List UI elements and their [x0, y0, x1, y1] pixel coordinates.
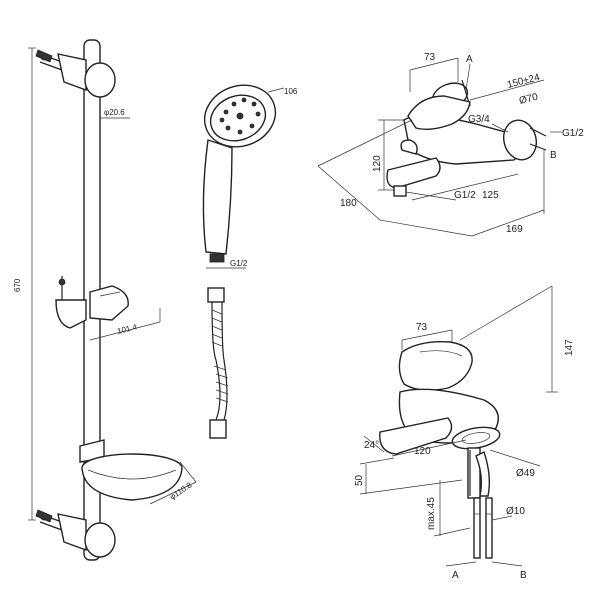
spray-nozzles: [219, 97, 261, 135]
hose-coil: [211, 309, 229, 403]
basin-label-b: B: [520, 570, 527, 581]
bath-handle-width-label: 73: [424, 52, 436, 63]
bath-outlet-thread-label: G1/2: [454, 190, 476, 201]
basin-base-diameter-label: Ø49: [516, 468, 535, 479]
hand-shower-thread-label: G1/2: [230, 259, 248, 268]
hand-shower: 106 G1/2: [202, 84, 298, 269]
basin-label-a: A: [452, 570, 459, 581]
bath-wall-thread-label: G1/2: [562, 128, 584, 139]
slider-offset-label: 101.4: [116, 322, 138, 336]
rail-diameter-label: φ20.6: [104, 108, 125, 117]
bath-flange-diameter-label: Ø70: [518, 92, 539, 107]
bath-label-b: B: [550, 150, 557, 161]
bath-total-length-label: 169: [506, 224, 523, 235]
bath-label-a: A: [466, 54, 473, 65]
basin-total-height-label: 147: [564, 339, 575, 356]
basin-spout-height-label: 50: [354, 474, 365, 486]
bath-mixer: 73 A 150±24 Ø70 G3/4 G1/2 B: [317, 52, 584, 237]
basin-spout-angle-label: 24°: [364, 440, 379, 451]
bath-inlet-thread-label: G3/4: [468, 114, 490, 125]
basin-handle-width-label: 73: [416, 322, 428, 333]
shower-hose: [207, 287, 229, 439]
bath-centers-label: 150±24: [506, 72, 541, 91]
shower-rail: 670 φ20.6 101.4 φ110.8: [13, 39, 197, 561]
bath-depth-label: 180: [340, 198, 357, 209]
bath-height-label: 120: [372, 155, 383, 172]
basin-max-deck-label: max.45: [426, 497, 437, 530]
head-diameter-label: 106: [284, 87, 298, 96]
basin-hose-diameter-label: Ø10: [506, 506, 525, 517]
basin-mixer: 147 73 Ø49 24° 120 50: [354, 285, 575, 581]
bath-spout-center-label: 125: [482, 190, 499, 201]
rail-length-label: 670: [13, 278, 22, 292]
basin-spout-reach-label: 120: [414, 446, 431, 457]
